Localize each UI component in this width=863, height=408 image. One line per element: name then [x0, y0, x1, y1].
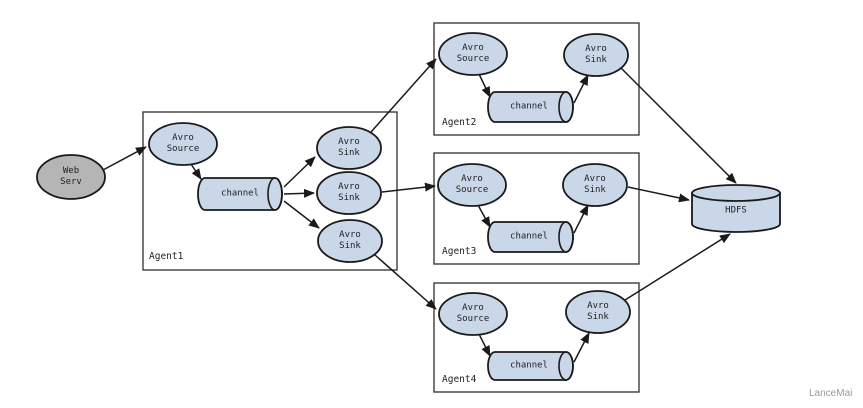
arrow-websrv-to-agent1-source: [102, 146, 147, 171]
agent1-channel-rim: [267, 177, 283, 211]
arrow-agent3-source-to-channel: [477, 204, 491, 228]
agent3-channel-rim: [558, 221, 574, 253]
agent3-box-label: Agent3: [442, 246, 477, 257]
agent2-avro-sink-label: Avro Sink: [585, 44, 607, 65]
agent1-avro-sink-1-node: [316, 126, 382, 170]
agent1-avro-source-label: Avro Source: [166, 133, 200, 154]
agent1-channel-label: channel: [221, 188, 259, 199]
arrow-agent1-sink2-to-agent3-source: [381, 182, 436, 193]
arrow-agent1-sink1-to-agent2-source: [370, 58, 437, 133]
agent4-box: [433, 282, 640, 393]
watermark-text: LanceMai: [809, 388, 853, 399]
web-server-label: Web Serv: [60, 166, 82, 187]
agent4-channel-label: channel: [510, 360, 548, 371]
arrow-agent3-sink-to-hdfs: [627, 186, 690, 203]
agent4-avro-source-node: [438, 292, 508, 336]
arrow-agent2-sink-to-hdfs: [620, 67, 737, 184]
web-server-node: [36, 154, 106, 200]
agent1-avro-source-node: [148, 122, 218, 166]
agent1-box-label: Agent1: [149, 251, 184, 262]
agent2-channel-label: channel: [510, 101, 548, 112]
agent3-avro-sink-node: [562, 163, 628, 207]
hdfs-node-body: [691, 192, 781, 233]
agent2-box-label: Agent2: [442, 117, 477, 128]
agent3-avro-source-node: [437, 163, 507, 207]
agent1-avro-sink-3-label: Avro Sink: [339, 230, 361, 251]
agent1-avro-sink-2-label: Avro Sink: [338, 182, 360, 203]
arrow-agent1-channel-to-sink3: [283, 200, 320, 229]
agent4-avro-sink-label: Avro Sink: [587, 301, 609, 322]
agent2-channel-rim: [558, 91, 574, 123]
agent1-avro-sink-2-node: [316, 171, 382, 215]
arrow-agent3-channel-to-sink: [573, 204, 589, 234]
arrow-agent2-channel-to-sink: [573, 74, 589, 104]
agent2-avro-source-label: Avro Source: [456, 43, 490, 64]
agent2-box: [433, 22, 640, 136]
arrow-agent1-channel-to-sink1: [283, 156, 316, 188]
agent4-avro-sink-node: [565, 290, 631, 334]
agent3-box: [433, 152, 640, 265]
agent3-avro-sink-label: Avro Sink: [584, 174, 606, 195]
arrow-agent1-sink3-to-agent4-source: [374, 254, 437, 310]
arrow-agent4-channel-to-sink: [573, 332, 590, 363]
agent2-avro-sink-node: [563, 33, 629, 77]
arrow-agent4-source-to-channel: [478, 333, 491, 357]
agent4-avro-source-label: Avro Source: [456, 303, 490, 324]
agent3-avro-source-label: Avro Source: [455, 174, 489, 195]
arrow-agent4-sink-to-hdfs: [624, 233, 731, 301]
agent4-box-label: Agent4: [442, 374, 477, 385]
agent3-channel-label: channel: [510, 231, 548, 242]
agent1-avro-sink-3-node: [317, 219, 383, 263]
arrow-agent1-channel-to-sink2: [283, 188, 315, 198]
agent1-avro-sink-1-label: Avro Sink: [338, 137, 360, 158]
agent4-channel-rim: [558, 351, 574, 381]
arrow-agent2-source-to-channel: [478, 73, 491, 98]
hdfs-label: HDFS: [725, 205, 747, 216]
agent2-avro-source-node: [438, 32, 508, 76]
arrow-agent1-source-to-channel: [190, 163, 202, 180]
hdfs-node-top: [691, 184, 781, 202]
